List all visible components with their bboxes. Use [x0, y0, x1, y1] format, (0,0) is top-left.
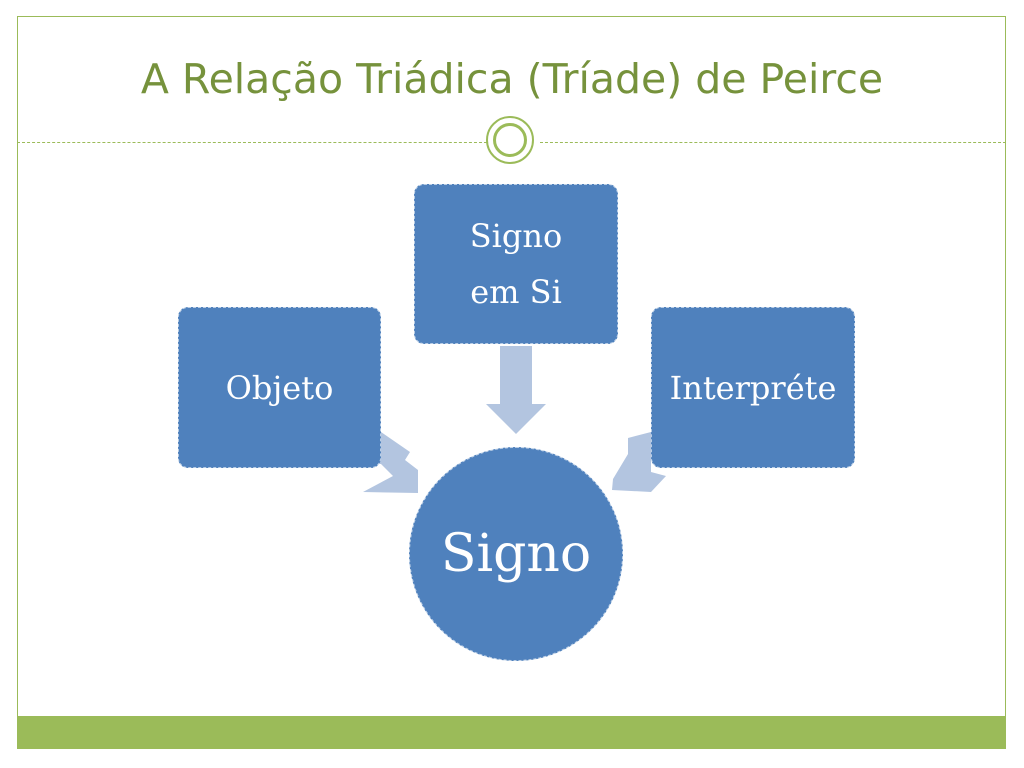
- node-interprete: Interpréte: [651, 307, 855, 468]
- node-objeto-label: Objeto: [225, 368, 334, 407]
- title-divider-right: [540, 142, 1006, 143]
- arrow-top-to-center: [486, 346, 546, 434]
- node-signo-em-si: Signo em Si: [414, 184, 618, 344]
- node-interprete-label: Interpréte: [669, 368, 837, 407]
- node-signo-em-si-line1: Signo: [469, 217, 563, 255]
- arrow-left-to-center: [357, 432, 418, 493]
- node-signo-center: Signo: [409, 447, 623, 661]
- arrow-right-to-center: [612, 432, 666, 492]
- slide-title: A Relação Triádica (Tríade) de Peirce: [140, 55, 884, 103]
- node-signo-em-si-text: Signo em Si: [470, 208, 563, 320]
- divider-ring-ornament: [486, 116, 534, 164]
- node-objeto: Objeto: [178, 307, 381, 468]
- divider-ring-inner: [493, 123, 527, 157]
- footer-accent-bar: [17, 716, 1006, 749]
- title-divider-left: [17, 142, 487, 143]
- node-signo-center-label: Signo: [440, 524, 592, 584]
- node-signo-em-si-line2: em Si: [470, 273, 562, 311]
